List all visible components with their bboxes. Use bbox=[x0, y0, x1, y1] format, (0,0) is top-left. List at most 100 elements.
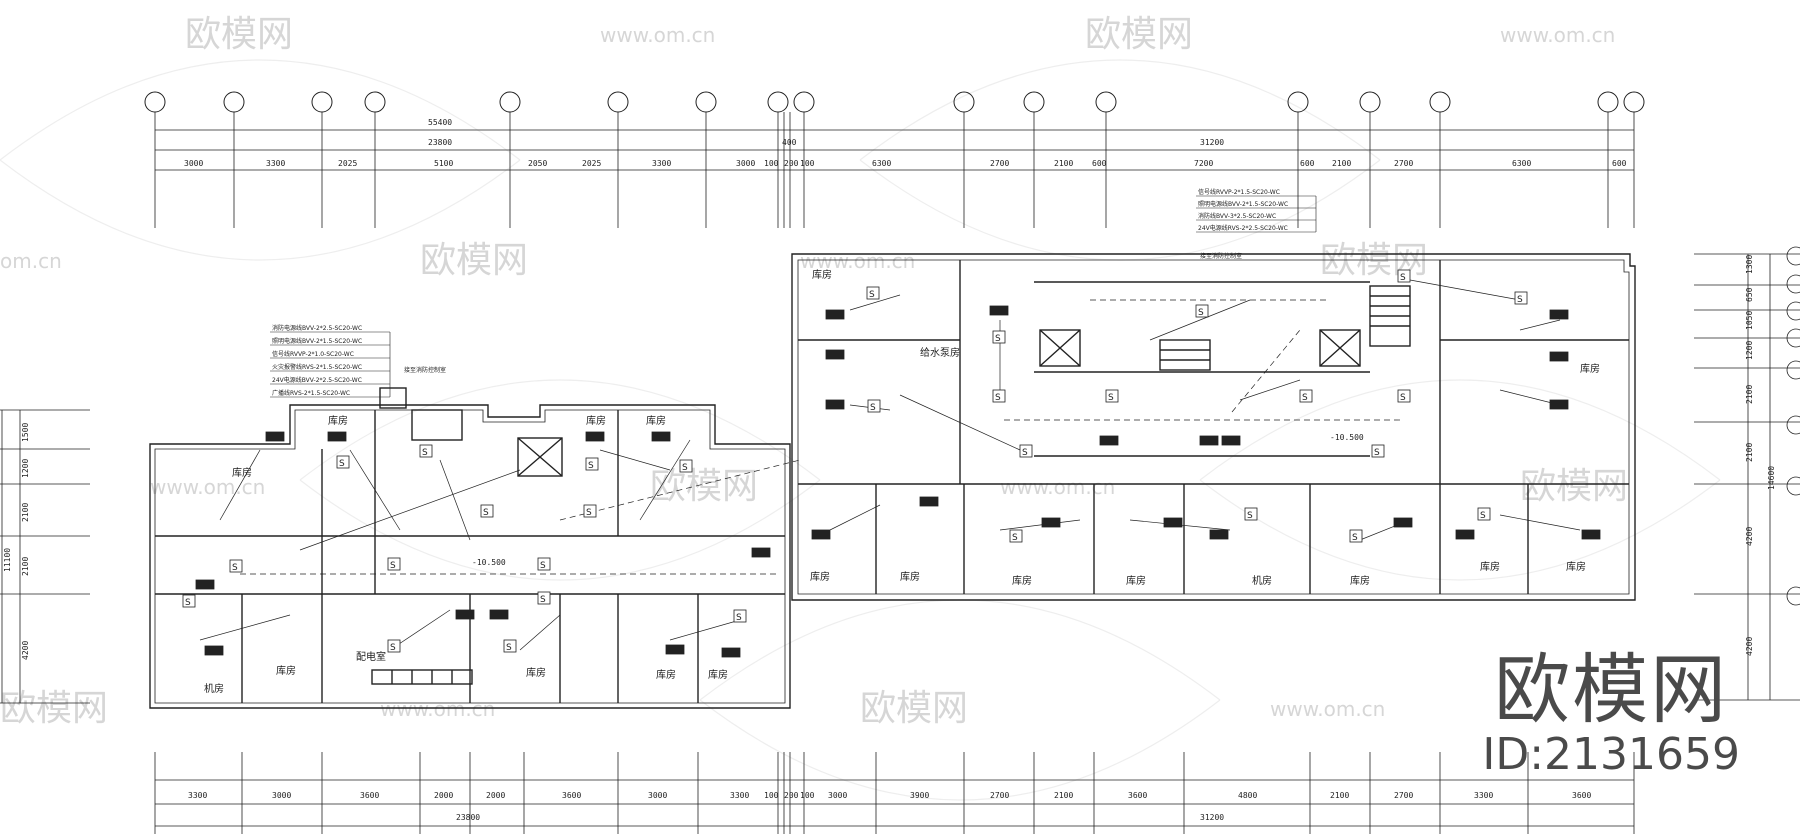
dim-seg: 3600 bbox=[1572, 791, 1591, 800]
dim-seg: 6300 bbox=[1512, 159, 1531, 168]
dim-seg: 3600 bbox=[1128, 791, 1147, 800]
legend-item: 24V电源线RVS-2*2.5-SC20-WC bbox=[1198, 224, 1288, 232]
dim-vert: 4200 bbox=[21, 641, 30, 660]
svg-text:S: S bbox=[1198, 308, 1204, 318]
left-dimension-lines bbox=[0, 409, 90, 704]
legend-item: 24V电源线BVV-2*2.5-SC20-WC bbox=[272, 376, 362, 384]
dim-seg: 2700 bbox=[1394, 791, 1413, 800]
dim-vert: 2100 bbox=[21, 503, 30, 522]
room-label: 库房 bbox=[646, 414, 666, 427]
svg-text:S: S bbox=[1108, 393, 1114, 403]
svg-text:S: S bbox=[1302, 393, 1308, 403]
legend-note: 接至消防控制室 bbox=[1200, 252, 1242, 260]
svg-text:S: S bbox=[540, 561, 546, 571]
left-legend bbox=[270, 331, 391, 398]
dim-seg: 2100 bbox=[1054, 791, 1073, 800]
legend-item: 消防线BVV-3*2.5-SC20-WC bbox=[1198, 212, 1276, 220]
dim-seg: 600 bbox=[1092, 159, 1107, 168]
dim-seg: 3000 bbox=[272, 791, 291, 800]
brand-id: ID:2131659 bbox=[1482, 729, 1740, 780]
elevation-marks: -10.500 -10.500 bbox=[472, 433, 1364, 567]
room-label: 库房 bbox=[1566, 560, 1586, 573]
dim-seg: 5100 bbox=[434, 159, 453, 168]
bottom-dimension-texts: 3300 3000 3600 2000 2000 3600 3000 3300 … bbox=[188, 791, 1591, 822]
room-label: 库房 bbox=[276, 664, 296, 677]
legend-item: 消防电源线BVV-2*2.5-SC20-WC bbox=[272, 324, 362, 332]
dim-seg: 3900 bbox=[910, 791, 929, 800]
dim-seg: 3000 bbox=[736, 159, 755, 168]
svg-text:S: S bbox=[390, 561, 396, 571]
left-building bbox=[149, 387, 791, 709]
room-label: 库房 bbox=[328, 414, 348, 427]
brand-name: 欧模网 bbox=[1494, 645, 1729, 734]
dim-seg: 2100 bbox=[1054, 159, 1073, 168]
legend-item: 广播线RVS-2*1.5-SC20-WC bbox=[272, 389, 350, 397]
svg-text:S: S bbox=[736, 613, 742, 623]
dim-seg: 3000 bbox=[648, 791, 667, 800]
room-label: 库房 bbox=[810, 570, 830, 583]
svg-text:S: S bbox=[869, 290, 875, 300]
dim-seg: 7200 bbox=[1194, 159, 1213, 168]
svg-text:S: S bbox=[1517, 295, 1523, 305]
watermark-url: www.om.cn bbox=[800, 249, 915, 273]
watermark-logo: 欧模网 bbox=[860, 688, 968, 729]
room-label: 库房 bbox=[708, 668, 728, 681]
room-label: 库房 bbox=[526, 666, 546, 679]
legend-item: 信号线RVVP-2*1.0-SC20-WC bbox=[272, 350, 354, 358]
dim-seg: 2000 bbox=[486, 791, 505, 800]
svg-text:S: S bbox=[1022, 448, 1028, 458]
dim-seg: 100 bbox=[764, 791, 779, 800]
legend-item: 信号线RVVP-2*1.5-SC20-WC bbox=[1198, 188, 1280, 196]
dim-seg: 2000 bbox=[434, 791, 453, 800]
dim-total: 55400 bbox=[428, 118, 452, 127]
dim-vert: 2100 bbox=[1745, 385, 1754, 404]
room-label: 库房 bbox=[812, 268, 832, 281]
dim-seg: 3600 bbox=[562, 791, 581, 800]
watermark-url: om.cn bbox=[0, 249, 62, 273]
svg-text:S: S bbox=[1400, 393, 1406, 403]
top-dimension-texts: 55400 23800 400 31200 3000 3300 2025 510… bbox=[184, 118, 1627, 168]
room-label: 库房 bbox=[900, 570, 920, 583]
dim-left-total: 23800 bbox=[456, 813, 480, 822]
dim-seg: 3300 bbox=[266, 159, 285, 168]
dim-seg: 4800 bbox=[1238, 791, 1257, 800]
dim-seg: 2700 bbox=[990, 791, 1009, 800]
dim-vert: 1200 bbox=[21, 459, 30, 478]
dim-seg: 100 bbox=[764, 159, 779, 168]
watermark-url: www.om.cn bbox=[1270, 697, 1385, 721]
watermark-logo: 欧模网 bbox=[185, 14, 293, 55]
room-label: 库房 bbox=[1480, 560, 1500, 573]
right-dimension-lines bbox=[1694, 246, 1800, 701]
svg-text:S: S bbox=[422, 448, 428, 458]
room-label: 库房 bbox=[656, 668, 676, 681]
svg-text:S: S bbox=[390, 643, 396, 653]
svg-text:S: S bbox=[232, 563, 238, 573]
axis-lines-top bbox=[154, 112, 1635, 228]
dim-seg: 2100 bbox=[1330, 791, 1349, 800]
room-label: 库房 bbox=[1126, 574, 1146, 587]
dim-vert: 650 bbox=[1745, 287, 1754, 302]
dim-seg: 2025 bbox=[582, 159, 601, 168]
left-legend-texts: 消防电源线BVV-2*2.5-SC20-WC 照明电源线BVV-2*1.5-SC… bbox=[272, 324, 446, 397]
dim-seg: 2100 bbox=[1332, 159, 1351, 168]
watermark-logo: 欧模网 bbox=[420, 240, 528, 281]
dim-seg: 600 bbox=[1300, 159, 1315, 168]
room-label: 库房 bbox=[232, 466, 252, 479]
svg-text:S: S bbox=[1400, 273, 1406, 283]
watermark-url: www.om.cn bbox=[1000, 475, 1115, 499]
dim-vert: 1500 bbox=[21, 423, 30, 442]
room-label: 机房 bbox=[1252, 574, 1272, 587]
dim-vert: 1050 bbox=[1745, 311, 1754, 330]
left-dimension-texts: 1500 1200 2100 2100 11100 4200 bbox=[3, 423, 30, 660]
legend-item: 照明电源线BVV-2*1.5-SC20-WC bbox=[272, 337, 362, 345]
dim-vert: 1200 bbox=[1745, 341, 1754, 360]
dim-seg: 2700 bbox=[1394, 159, 1413, 168]
dim-right-total: 31200 bbox=[1200, 813, 1224, 822]
room-label: 库房 bbox=[586, 414, 606, 427]
dim-seg: 2025 bbox=[338, 159, 357, 168]
svg-text:S: S bbox=[588, 461, 594, 471]
dim-vert: 1300 bbox=[1745, 255, 1754, 274]
dim-seg: 600 bbox=[1612, 159, 1627, 168]
bottom-dimension-lines bbox=[154, 752, 1635, 834]
svg-text:S: S bbox=[586, 508, 592, 518]
